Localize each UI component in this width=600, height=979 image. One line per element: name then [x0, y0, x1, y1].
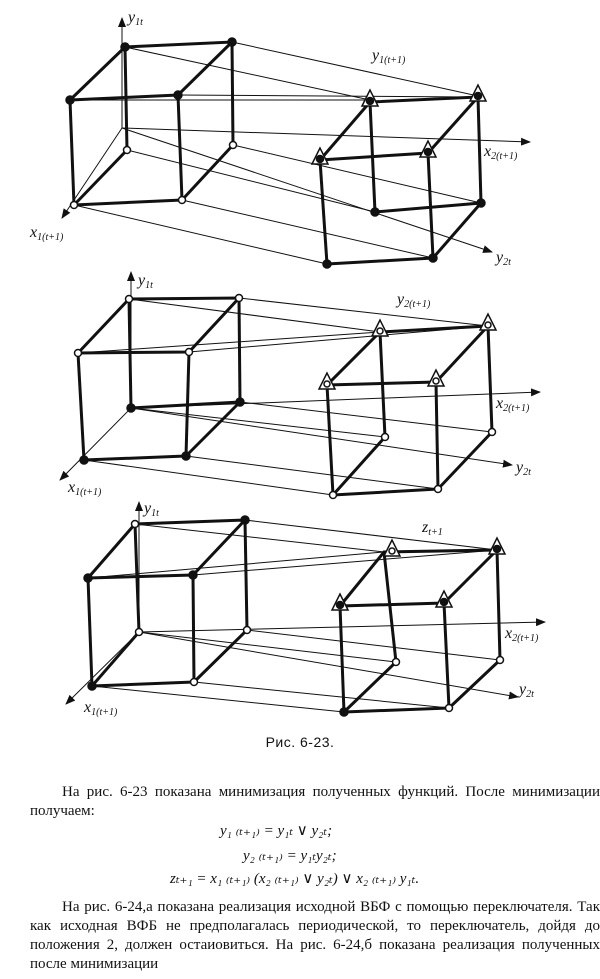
svg-text:y1t: y1t [126, 9, 143, 28]
svg-text:y1t: y1t [136, 272, 153, 291]
panel-3 [65, 501, 546, 717]
paragraph-2: На рис. 6-24,а показана реализация исход… [30, 899, 600, 972]
panel-1 [61, 17, 531, 269]
svg-text:y2(t+1): y2(t+1) [395, 291, 431, 310]
panel-1-labels: y1t x1(t+1) x2(t+1) y2t y1(t+1) [29, 9, 518, 268]
figure-6-23: y1t x1(t+1) x2(t+1) y2t y1(t+1) [29, 9, 546, 718]
equation-2: y₂ ₍ₜ₊₁₎ = y₁ₜy₂ₜ; [243, 848, 337, 864]
svg-text:y1t: y1t [142, 500, 159, 519]
svg-text:y2t: y2t [514, 459, 531, 478]
svg-text:y1(t+1): y1(t+1) [370, 47, 406, 66]
svg-text:x1(t+1): x1(t+1) [29, 224, 64, 243]
svg-text:zt+1: zt+1 [421, 519, 443, 538]
panel-2 [59, 271, 541, 500]
svg-text:x2(t+1): x2(t+1) [483, 143, 518, 162]
equation-3: zₜ₊₁ = x₁ ₍ₜ₊₁₎ (x₂ ₍ₜ₊₁₎ ∨ y₂ₜ) ∨ x₂ ₍ₜ… [170, 871, 420, 887]
equation-1: y₁ ₍ₜ₊₁₎ = y₁ₜ ∨ y₂ₜ; [220, 823, 333, 839]
figure-caption: Рис. 6-23. [265, 734, 335, 750]
panel-3-labels: y1t x1(t+1) x2(t+1) y2t zt+1 [83, 500, 539, 718]
svg-text:y2t: y2t [494, 249, 511, 268]
svg-text:x1(t+1): x1(t+1) [83, 699, 118, 718]
svg-text:x2(t+1): x2(t+1) [504, 625, 539, 644]
panel-2-labels: y1t x1(t+1) x2(t+1) y2t y2(t+1) [67, 272, 531, 498]
svg-text:y2t: y2t [517, 681, 534, 700]
paragraph-1: На рис. 6-23 показана минимизация получе… [30, 784, 600, 819]
svg-text:x1(t+1): x1(t+1) [67, 479, 102, 498]
svg-text:x2(t+1): x2(t+1) [495, 395, 530, 414]
